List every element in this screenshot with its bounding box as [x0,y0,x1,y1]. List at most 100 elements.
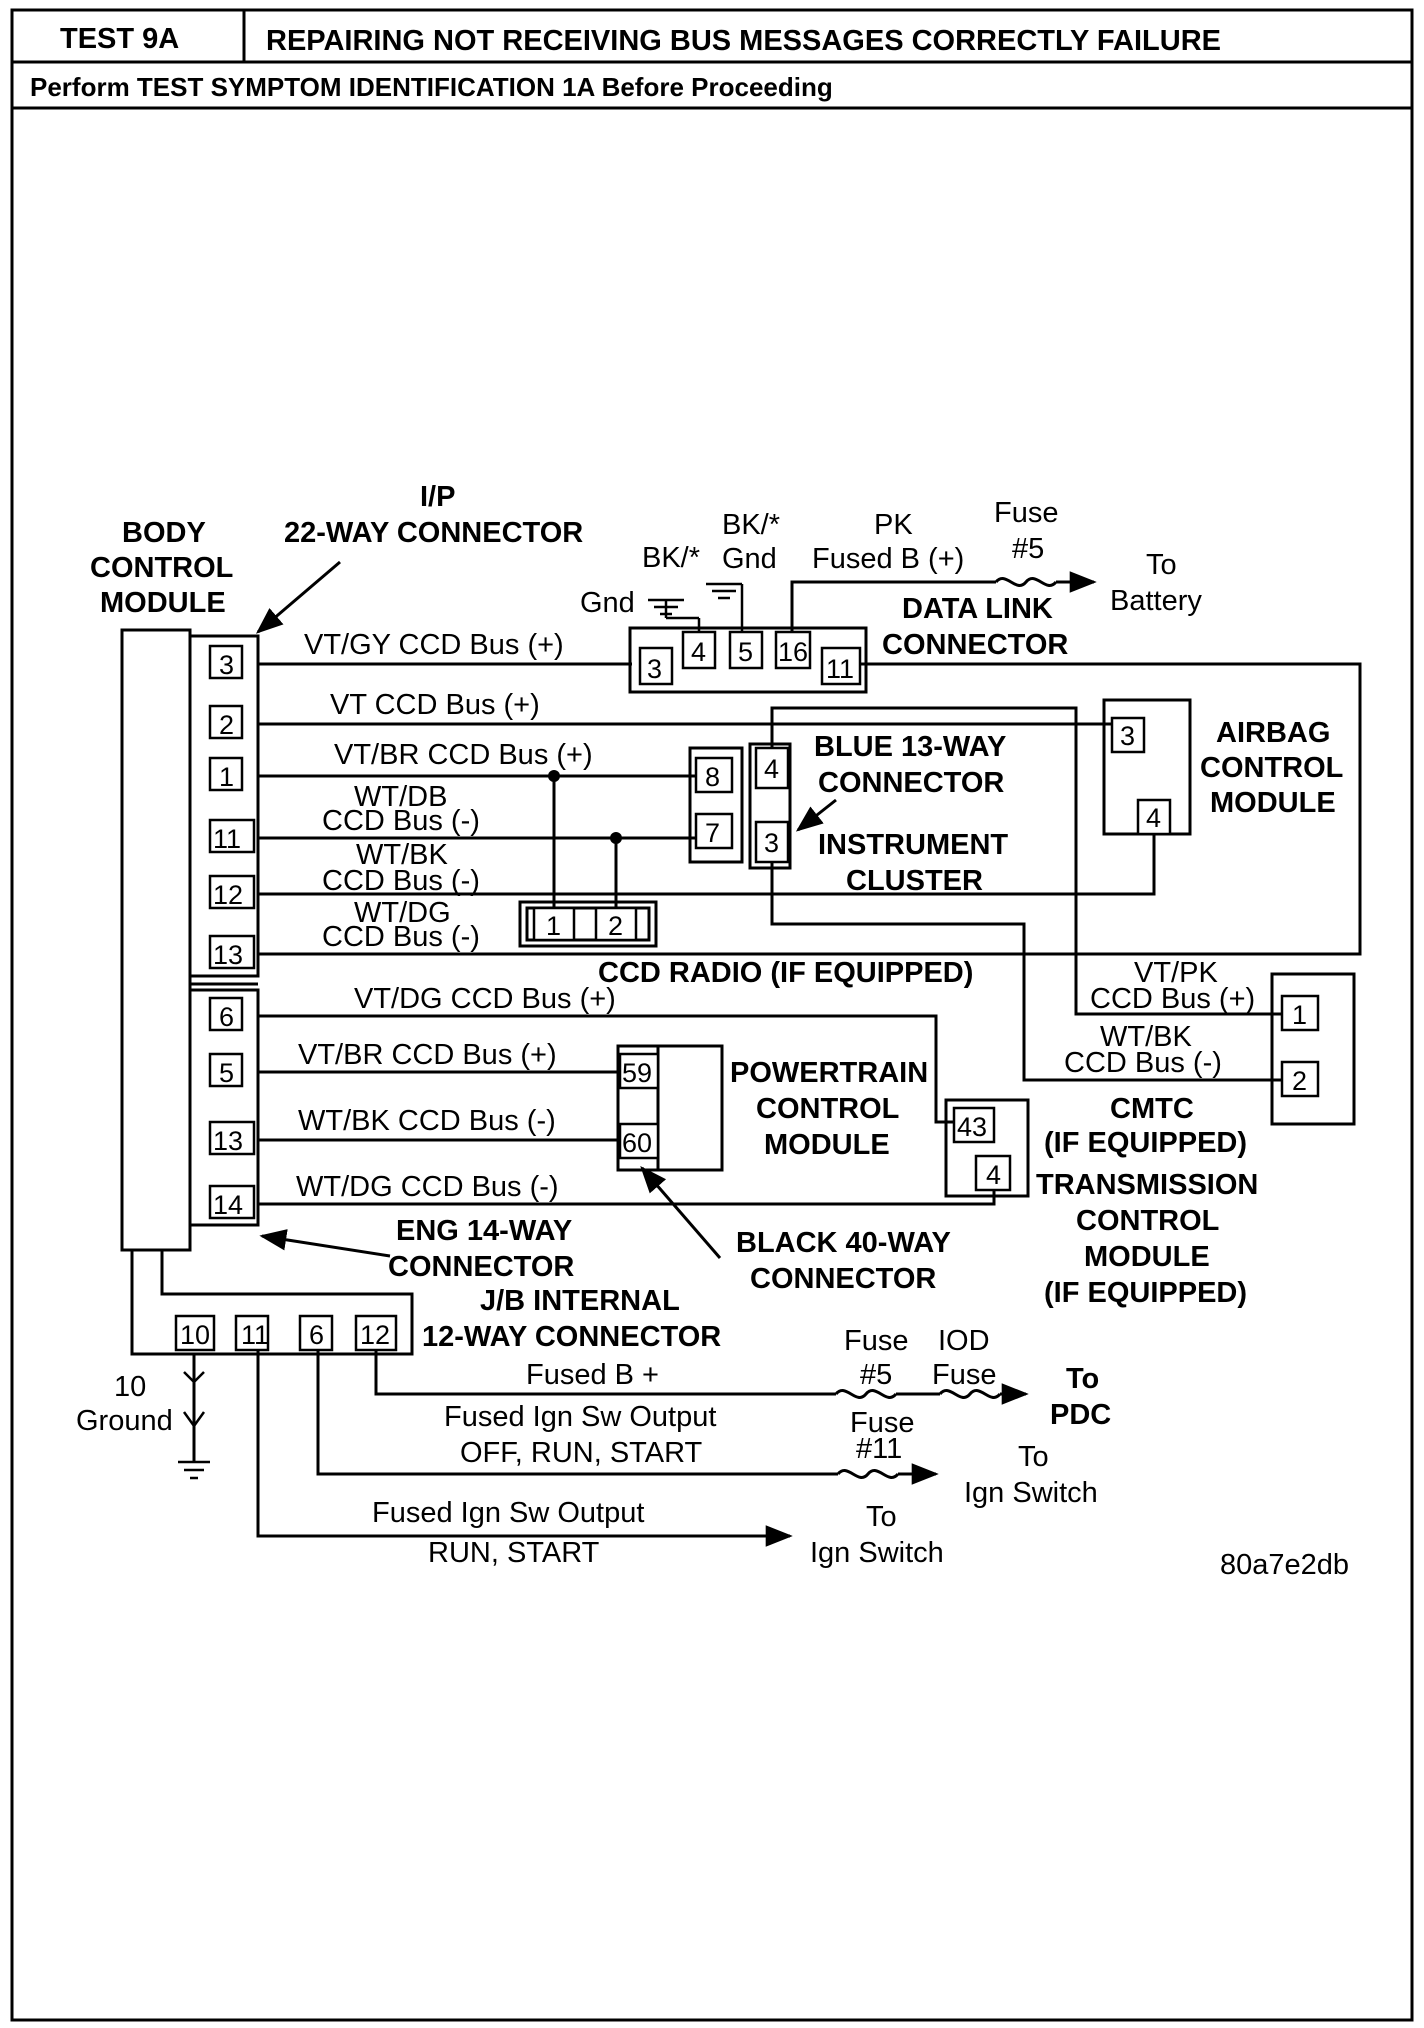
test-title: REPAIRING NOT RECEIVING BUS MESSAGES COR… [266,25,1221,57]
svg-text:WT/BK CCD Bus (-): WT/BK CCD Bus (-) [298,1105,556,1137]
svg-text:INSTRUMENT: INSTRUMENT [818,829,1008,861]
svg-text:4: 4 [691,637,706,667]
svg-text:MODULE: MODULE [100,587,226,619]
ip-pin-label-1: 1 [219,762,234,792]
ip-pin-label-11: 11 [213,824,241,854]
eng-pin-label-14: 14 [213,1190,243,1220]
svg-text:RUN, START: RUN, START [428,1537,600,1569]
svg-text:POWERTRAIN: POWERTRAIN [730,1057,928,1089]
ip-pin-box-12 [208,874,256,910]
svg-text:CMTC: CMTC [1110,1093,1194,1125]
svg-text:To: To [1066,1363,1099,1395]
ip-wires: VT/GY CCD Bus (+) VT CCD Bus (+) VT/BR C… [258,629,1362,1082]
figure-id: 80a7e2db [1220,1549,1349,1581]
svg-text:Fuse: Fuse [850,1407,914,1439]
svg-text:6: 6 [309,1320,324,1350]
svg-text:Fused Ign Sw Output: Fused Ign Sw Output [372,1497,644,1529]
jb-connector: 10 11 6 12 J/B INTERNAL 12-WAY CONNECTOR… [76,1250,1111,1569]
svg-text:10: 10 [180,1320,210,1350]
ip-pin-label-2: 2 [219,710,234,740]
svg-text:Fused B +: Fused B + [526,1359,659,1391]
svg-text:PK: PK [874,509,913,541]
svg-text:Fuse: Fuse [932,1359,996,1391]
instrument-cluster: 8 7 INSTRUMENT CLUSTER [688,746,1008,897]
svg-text:Battery: Battery [1110,585,1202,617]
svg-text:CONNECTOR: CONNECTOR [882,629,1068,661]
svg-text:11: 11 [241,1320,269,1350]
svg-text:CONTROL: CONTROL [90,552,233,584]
svg-text:(IF EQUIPPED): (IF EQUIPPED) [1044,1127,1247,1159]
svg-text:60: 60 [622,1128,652,1158]
svg-text:CCD Bus (-): CCD Bus (-) [322,865,480,897]
svg-text:To: To [1018,1441,1049,1473]
svg-text:VT/BR CCD Bus (+): VT/BR CCD Bus (+) [298,1039,557,1071]
ccd-radio: 1 2 CCD RADIO (IF EQUIPPED) [518,900,973,989]
svg-text:VT/PK: VT/PK [1134,957,1218,989]
ip-pin-box-1 [208,756,244,792]
svg-text:AIRBAG: AIRBAG [1216,717,1330,749]
svg-text:CONNECTOR: CONNECTOR [388,1251,574,1283]
eng-pin-box-13 [208,1120,256,1156]
svg-text:BLUE 13-WAY: BLUE 13-WAY [814,731,1006,763]
ip-pin-box-2 [208,704,244,740]
svg-text:CCD Bus (-): CCD Bus (-) [322,921,480,953]
svg-text:1: 1 [1292,1000,1307,1030]
svg-text:VT/DG CCD Bus (+): VT/DG CCD Bus (+) [354,983,616,1015]
svg-text:10: 10 [114,1371,146,1403]
eng-wires: VT/DG CCD Bus (+) VT/BR CCD Bus (+) WT/B… [258,983,996,1206]
airbag-control-module: 3 4 AIRBAG CONTROL MODULE [1102,698,1343,836]
eng-pin-box-14 [208,1184,256,1220]
eng-pin-label-5: 5 [219,1058,234,1088]
svg-text:#5: #5 [860,1359,892,1391]
svg-text:MODULE: MODULE [1210,787,1336,819]
svg-text:22-WAY CONNECTOR: 22-WAY CONNECTOR [284,517,583,549]
svg-text:CONTROL: CONTROL [756,1093,899,1125]
svg-text:Ign Switch: Ign Switch [964,1477,1098,1509]
svg-text:CONTROL: CONTROL [1076,1205,1219,1237]
svg-text:CCD RADIO (IF EQUIPPED): CCD RADIO (IF EQUIPPED) [598,957,973,989]
body-control-module: BODY CONTROL MODULE [90,517,233,1252]
svg-text:To: To [866,1501,897,1533]
eng-pin-label-6: 6 [219,1002,234,1032]
svg-text:CCD Bus (-): CCD Bus (-) [1064,1047,1222,1079]
test-id: TEST 9A [60,23,179,55]
svg-text:#11: #11 [856,1433,902,1465]
ip-pin-box-3 [208,644,244,680]
eng-pin-box-6 [208,996,244,1032]
svg-text:Fuse: Fuse [844,1325,908,1357]
svg-text:43: 43 [957,1112,987,1142]
svg-text:OFF, RUN, START: OFF, RUN, START [460,1437,702,1469]
powertrain-control-module: 59 60 POWERTRAIN CONTROL MODULE [616,1044,928,1172]
svg-text:CONNECTOR: CONNECTOR [750,1263,936,1295]
ip-pin-label-3: 3 [219,650,234,680]
svg-text:VT/BR CCD Bus (+): VT/BR CCD Bus (+) [334,739,593,771]
svg-text:PDC: PDC [1050,1399,1111,1431]
svg-text:VT/GY CCD Bus (+): VT/GY CCD Bus (+) [304,629,564,661]
ip-pin-box-13 [208,934,256,970]
svg-text:59: 59 [622,1058,652,1088]
svg-text:#5: #5 [1012,533,1044,565]
svg-text:MODULE: MODULE [764,1129,890,1161]
data-link-connector: 3 4 5 16 11 BK/* Gnd BK/* Gnd PK Fused B… [580,497,1202,694]
svg-text:WT/DG: WT/DG [354,897,451,929]
eng-pin-box-5 [208,1052,244,1088]
svg-text:Gnd: Gnd [722,543,777,575]
svg-text:5: 5 [738,637,753,667]
svg-text:4: 4 [1146,803,1161,833]
svg-text:2: 2 [1292,1066,1307,1096]
svg-text:MODULE: MODULE [1084,1241,1210,1273]
svg-text:WT/BK: WT/BK [1100,1021,1192,1053]
svg-text:IOD: IOD [938,1325,990,1357]
transmission-control-module: 43 4 TRANSMISSION CONTROL MODULE (IF EQU… [944,1098,1258,1309]
svg-text:CCD Bus (-): CCD Bus (-) [322,805,480,837]
ip-pin-box-11 [208,818,256,854]
svg-text:VT CCD Bus (+): VT CCD Bus (+) [330,689,540,721]
svg-text:11: 11 [826,654,854,684]
page-frame [10,8,1414,2022]
ip-pin-label-12: 12 [213,880,243,910]
svg-text:DATA LINK: DATA LINK [902,593,1053,625]
eng-connector-label: ENG 14-WAY CONNECTOR [259,1215,574,1283]
